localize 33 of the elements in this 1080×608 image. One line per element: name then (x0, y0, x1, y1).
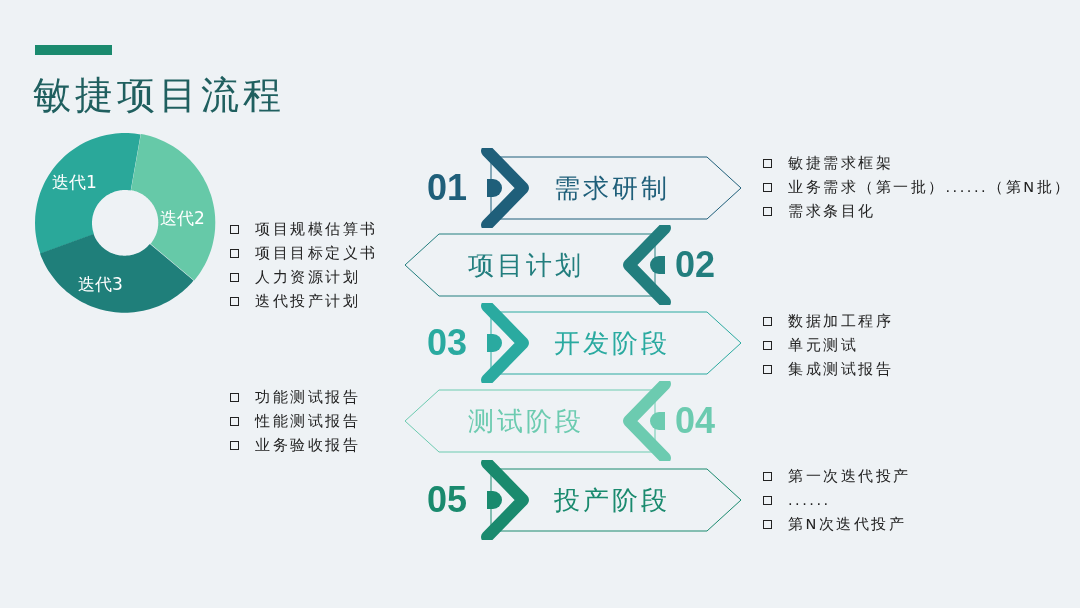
list-item-text: 项目目标定义书 (255, 244, 378, 262)
step-number: 04 (675, 401, 716, 441)
stage-title: 需求研制 (553, 172, 671, 204)
list-item-text: 数据加工程序 (788, 312, 893, 330)
stage-title: 项目计划 (467, 249, 585, 281)
step-number: 01 (427, 168, 468, 208)
step-number: 03 (427, 323, 468, 363)
list-item-text: 性能测试报告 (255, 412, 360, 430)
stage-title: 投产阶段 (553, 484, 671, 516)
list-item-text: 第一次迭代投产 (788, 467, 911, 485)
list-item-text: 单元测试 (788, 336, 858, 354)
segment-label: 迭代1 (52, 172, 97, 192)
list-item-text: 集成测试报告 (788, 360, 893, 378)
list-item-text: 需求条目化 (788, 202, 876, 220)
ring-segment (40, 234, 194, 313)
list-item-text: 项目规模估算书 (255, 220, 378, 238)
step-number: 02 (675, 245, 716, 285)
list-item-text: 敏捷需求框架 (788, 154, 893, 172)
stage-title: 开发阶段 (553, 327, 671, 359)
list-item-text: 人力资源计划 (255, 268, 360, 286)
segment-label: 迭代2 (160, 208, 205, 228)
step-number: 05 (427, 480, 468, 520)
ring-segment (35, 133, 141, 254)
list-item-text: 业务需求（第一批）......（第N批） (788, 178, 1072, 196)
list-item-text: 迭代投产计划 (255, 292, 360, 310)
list-item-text: 功能测试报告 (255, 388, 360, 406)
segment-label: 迭代3 (78, 274, 123, 294)
list-item-text: 业务验收报告 (255, 436, 360, 454)
list-item-text: 第N次迭代投产 (788, 515, 907, 533)
ring-segment (130, 134, 215, 281)
title: 敏捷项目流程 (33, 72, 285, 118)
stage-title: 测试阶段 (467, 405, 585, 437)
list-item-text: ...... (788, 491, 831, 509)
